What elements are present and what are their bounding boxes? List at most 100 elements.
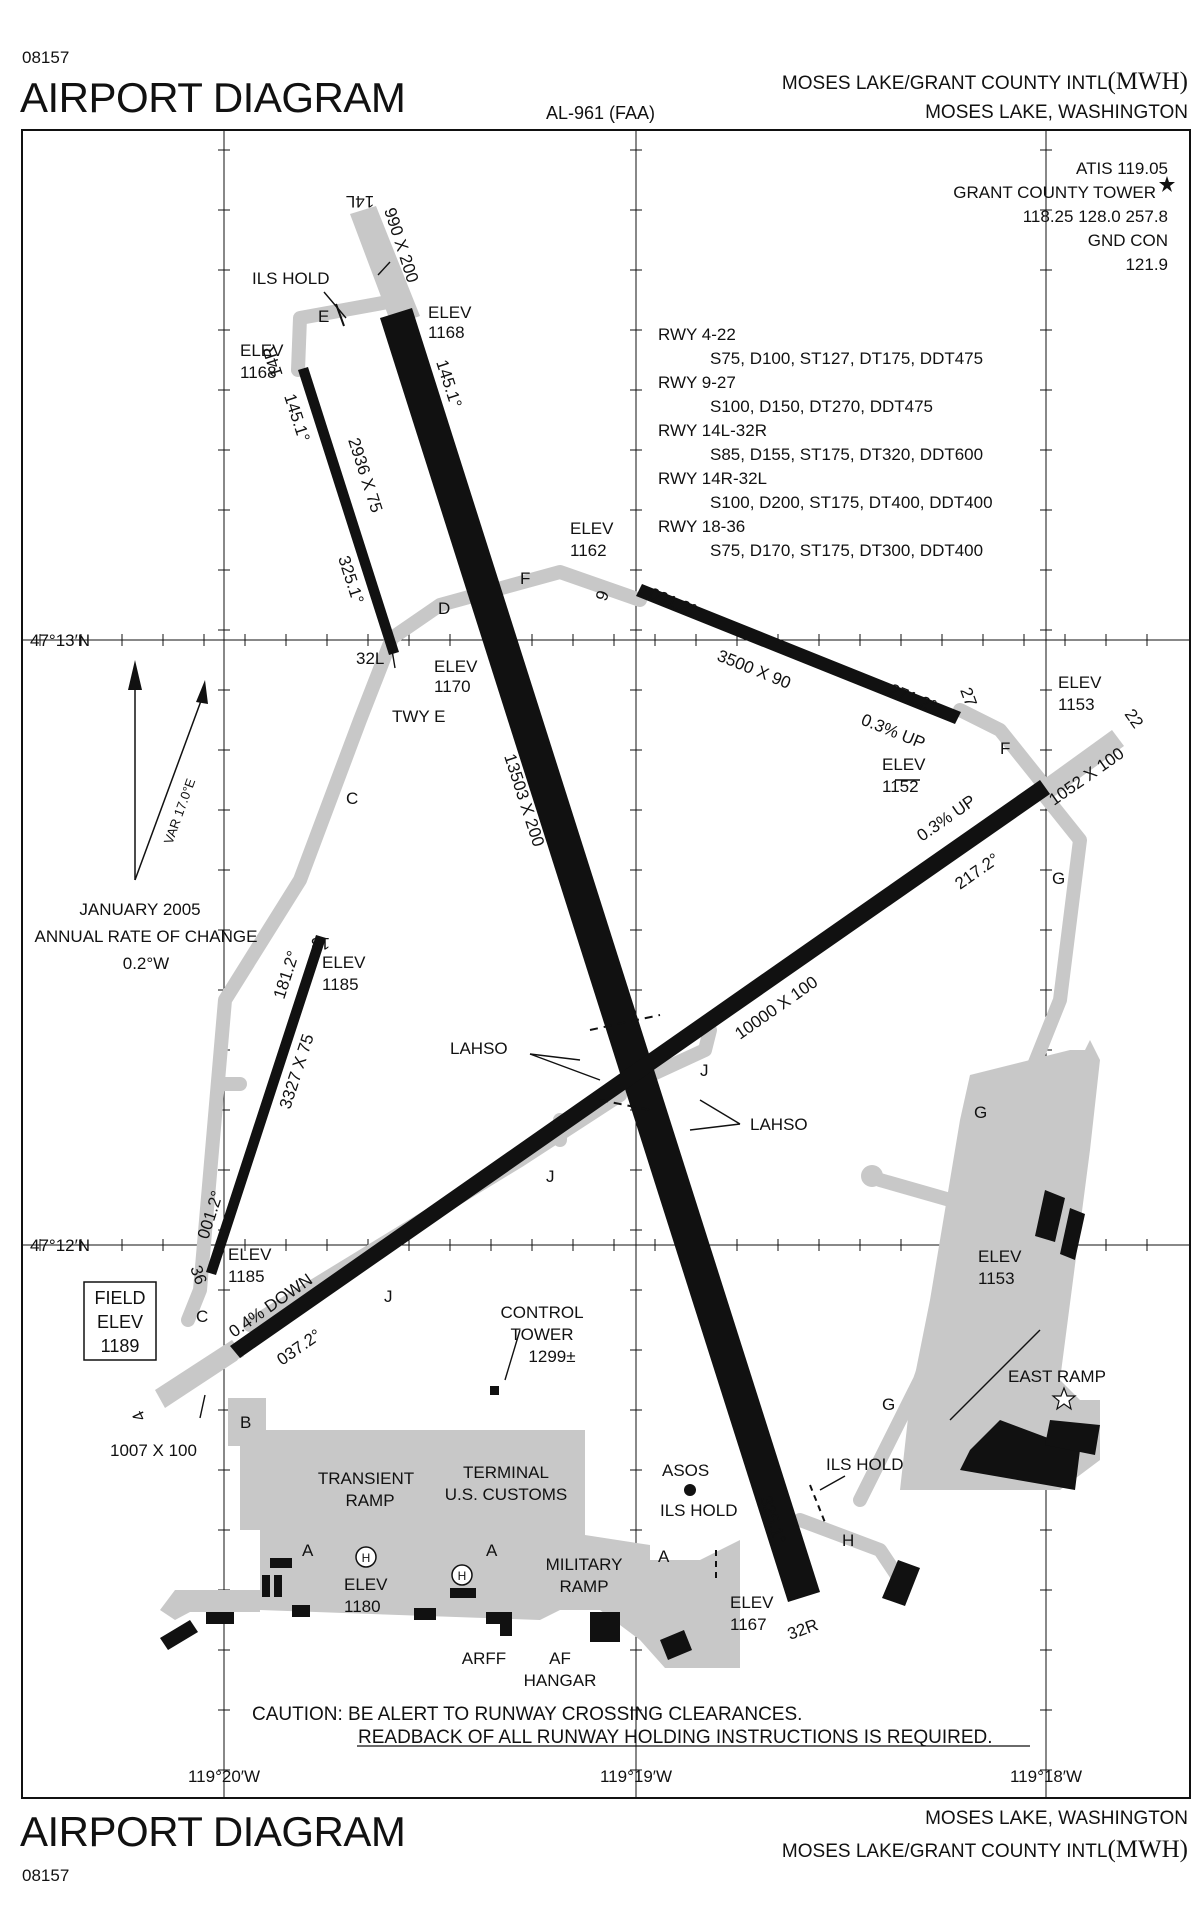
east-hangar xyxy=(960,1420,1080,1490)
taxiway-j-stub xyxy=(633,1023,717,1087)
longitude-119-20: 119°20′W xyxy=(188,1767,260,1786)
taxiway-g-label: G xyxy=(1052,869,1065,888)
control-tower-symbol xyxy=(490,1386,499,1395)
taxiway-c-label: C xyxy=(346,789,358,808)
arff-label: ARFF xyxy=(462,1649,506,1668)
field-elev-value: 1189 xyxy=(101,1336,140,1356)
latitude-47-12: 47°12′N xyxy=(30,1236,90,1255)
north-arrow xyxy=(128,660,208,881)
airport-name-text-bottom: MOSES LAKE/GRANT COUNTY INTL xyxy=(781,1841,1108,1862)
af-hangar-label: AF xyxy=(549,1649,571,1668)
lahso-label-east: LAHSO xyxy=(750,1115,808,1134)
building xyxy=(450,1588,476,1598)
chart-title-top: AIRPORT DIAGRAM xyxy=(20,74,406,121)
customs-label: U.S. CUSTOMS xyxy=(445,1485,567,1504)
east-stub-end xyxy=(861,1165,883,1187)
transient-ramp-label: TRANSIENT xyxy=(318,1469,414,1488)
east-stub-path xyxy=(873,1173,957,1207)
chart-title-bottom: AIRPORT DIAGRAM xyxy=(20,1808,406,1855)
atis-frequency: ATIS 119.05 xyxy=(1076,159,1168,178)
leader-lines xyxy=(199,261,1041,1491)
ils-hold-label-ramp: ILS HOLD xyxy=(660,1501,737,1520)
strength-rwy-18-36: RWY 18-36 xyxy=(658,517,745,536)
elev-value: 1153 xyxy=(978,1269,1015,1288)
taxiway-g-label-2: G xyxy=(974,1103,987,1122)
rotating-beacon-icon xyxy=(1051,1386,1077,1411)
ramp-b-area xyxy=(228,1398,266,1446)
terminal-label: TERMINAL xyxy=(463,1463,549,1482)
runway-14l-label: 14L xyxy=(346,192,374,211)
transient-ramp-label-2: RAMP xyxy=(345,1491,394,1510)
taxiway-b-label: B xyxy=(240,1413,251,1432)
east-building xyxy=(1035,1190,1065,1242)
strength-rwy-9-27-values: S100, D150, DT270, DDT475 xyxy=(710,397,933,416)
taxiway-g-label-3: G xyxy=(882,1395,895,1414)
magnetic-variation: VAR 17.0°E xyxy=(161,776,199,846)
taxiway-a-label-3: A xyxy=(658,1547,670,1566)
airport-name-text: MOSES LAKE/GRANT COUNTY INTL xyxy=(781,73,1108,94)
runways xyxy=(206,308,1050,1602)
airport-ident-bottom: (MWH) xyxy=(1107,1836,1188,1863)
lahso-line-1 xyxy=(589,1014,661,1031)
helipad-icon xyxy=(355,1546,377,1568)
leader-twy-e xyxy=(391,649,396,669)
east-building xyxy=(1045,1420,1100,1455)
leader-lahso-2 xyxy=(529,1053,601,1081)
runway-32r-label: 32R xyxy=(785,1615,821,1644)
building xyxy=(160,1620,198,1650)
runway-22-label: 22 xyxy=(1121,705,1147,731)
taxiway-a-label: A xyxy=(302,1541,314,1560)
east-ramp xyxy=(900,1040,1100,1490)
location-top: MOSES LAKE, WASHINGTON xyxy=(925,102,1188,123)
strength-rwy-4-22: RWY 4-22 xyxy=(658,325,736,344)
af-hangar-building xyxy=(590,1612,620,1642)
field-elevation-box xyxy=(83,1281,157,1361)
runway-18-label: 18 xyxy=(311,934,330,953)
elev-value: 1168 xyxy=(428,323,465,342)
runway-4-22 xyxy=(230,780,1050,1358)
field-elev-label-1: FIELD xyxy=(94,1288,145,1308)
taxiway-f-east-path xyxy=(953,703,1047,787)
leader-control-tower xyxy=(504,1329,521,1381)
airport-ident: (MWH) xyxy=(1107,68,1188,95)
runway-4-label: 4 xyxy=(128,1408,149,1425)
building xyxy=(660,1630,692,1660)
procedure-number-bottom: 08157 xyxy=(22,1866,70,1885)
runway-9-heading: 091.2° xyxy=(647,584,700,620)
runway-18-36 xyxy=(206,935,326,1275)
taxiway-d-f-path xyxy=(385,565,647,645)
west-stub xyxy=(160,1590,260,1620)
leader-ils-hold xyxy=(323,291,347,319)
leader-lahso-4 xyxy=(689,1123,741,1131)
runway-4-overrun-dim: 1007 X 100 xyxy=(110,1441,197,1460)
leader-east-ramp xyxy=(949,1329,1041,1421)
elev-value: 1170 xyxy=(434,677,471,696)
taxiway-h-path xyxy=(793,1513,907,1587)
taxiway-c-label-south: C xyxy=(196,1307,208,1326)
control-tower-label: CONTROL xyxy=(500,1303,583,1322)
taxiway-f-label: F xyxy=(520,569,530,588)
elev-label: ELEV xyxy=(428,303,472,322)
rwy22-overrun xyxy=(1040,730,1124,798)
runway-14l-32r xyxy=(380,308,820,1602)
military-ramp-label-2: RAMP xyxy=(559,1577,608,1596)
elev-value: 1162 xyxy=(570,541,607,560)
rwy4-overrun xyxy=(155,1340,244,1408)
taxiway-c-path xyxy=(181,631,399,1327)
leader-14l xyxy=(377,261,391,276)
helipad-label: H xyxy=(362,1551,371,1565)
af-hangar-label-2: HANGAR xyxy=(524,1671,597,1690)
elev-label: ELEV xyxy=(322,953,366,972)
strength-rwy-18-36-values: S75, D170, ST175, DT300, DDT400 xyxy=(710,541,983,560)
control-tower-label-2: TOWER xyxy=(511,1325,574,1344)
building xyxy=(414,1608,436,1620)
elev-label: ELEV xyxy=(978,1247,1022,1266)
longitude-119-18: 119°18′W xyxy=(1010,1767,1082,1786)
runway-32l-label: 32L xyxy=(356,649,384,668)
taxiway-h-label: H xyxy=(842,1531,854,1550)
elev-value: 1185 xyxy=(322,975,359,994)
taxiway-e-label: E xyxy=(318,307,329,326)
taxiway-j-label-2: J xyxy=(384,1287,393,1306)
grid-lines xyxy=(22,130,1190,1798)
